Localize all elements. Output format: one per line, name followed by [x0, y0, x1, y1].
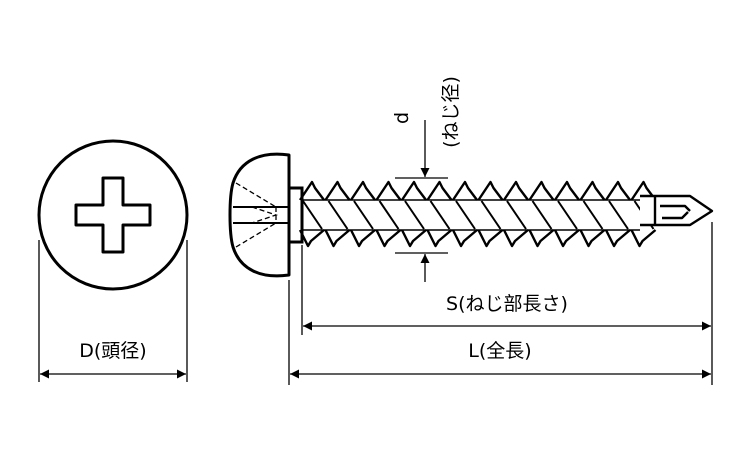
head-dome	[228, 152, 291, 278]
head-top-view	[37, 139, 189, 291]
phillips-recess-icon	[74, 176, 152, 254]
screw-head-side	[228, 152, 304, 278]
d-thread-dimension: d (ねじ径)	[391, 76, 462, 282]
d-head-dimension: D(頭径)	[38, 240, 188, 382]
screw-shank	[298, 180, 714, 248]
head-flange	[287, 186, 304, 244]
d-thread-desc: (ねじ径)	[440, 76, 462, 148]
thread-crests	[298, 180, 657, 248]
l-label: L(全長)	[468, 340, 531, 362]
s-dimension: S(ねじ部長さ)	[301, 222, 713, 385]
drill-point	[640, 194, 714, 227]
d-thread-symbol: d	[391, 112, 413, 124]
d-head-label: D(頭径)	[79, 340, 146, 362]
thread-roots	[302, 200, 655, 230]
s-label: S(ねじ部長さ)	[446, 293, 568, 315]
l-dimension: L(全長)	[288, 280, 711, 385]
